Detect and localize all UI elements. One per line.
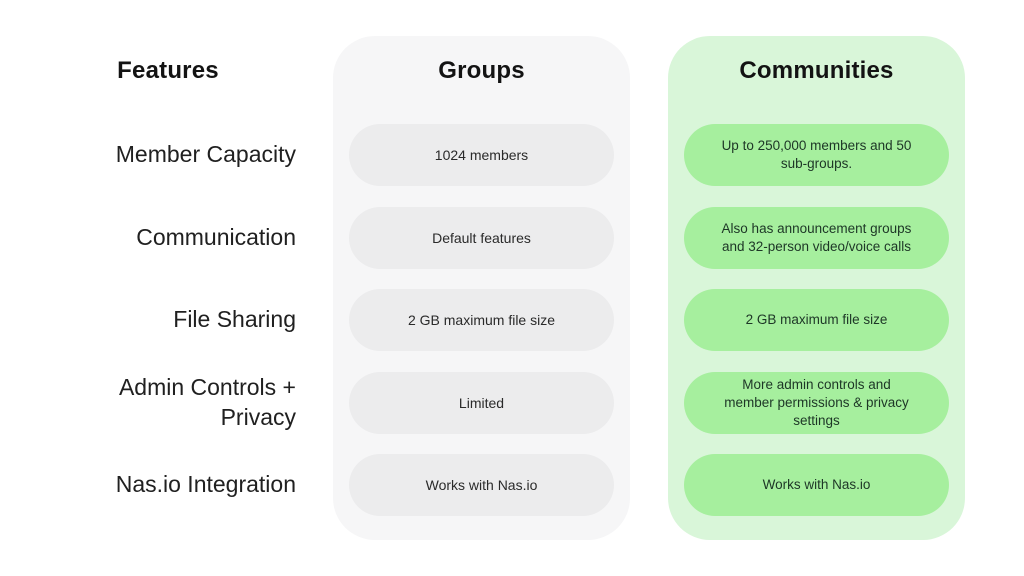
communities-cell-file-sharing: 2 GB maximum file size xyxy=(684,289,949,351)
feature-label-file-sharing: File Sharing xyxy=(173,306,296,333)
communities-cell-communication: Also has announcement groups and 32-pers… xyxy=(684,207,949,269)
communities-cell-member-capacity: Up to 250,000 members and 50 sub-groups. xyxy=(684,124,949,186)
communities-cell-nasio: Works with Nas.io xyxy=(684,454,949,516)
groups-cell-communication: Default features xyxy=(349,207,614,269)
feature-label-communication: Communication xyxy=(136,224,296,251)
features-column: Features Member Capacity Communication F… xyxy=(40,36,296,540)
communities-header: Communities xyxy=(739,57,894,84)
groups-cell-file-sharing: 2 GB maximum file size xyxy=(349,289,614,351)
communities-cell-admin-controls: More admin controls and member permissio… xyxy=(684,372,949,434)
features-header: Features xyxy=(117,57,219,84)
groups-cell-admin-controls: Limited xyxy=(349,372,614,434)
groups-cell-member-capacity: 1024 members xyxy=(349,124,614,186)
feature-label-member-capacity: Member Capacity xyxy=(115,141,296,168)
feature-label-admin-controls-privacy: Admin Controls + Privacy xyxy=(118,374,296,430)
communities-column: Communities Up to 250,000 members and 50… xyxy=(668,36,965,540)
feature-label-nasio-integration: Nas.io Integration xyxy=(115,471,296,498)
groups-column: Groups 1024 members Default features 2 G… xyxy=(333,36,630,540)
groups-header: Groups xyxy=(438,57,525,84)
groups-cell-nasio: Works with Nas.io xyxy=(349,454,614,516)
